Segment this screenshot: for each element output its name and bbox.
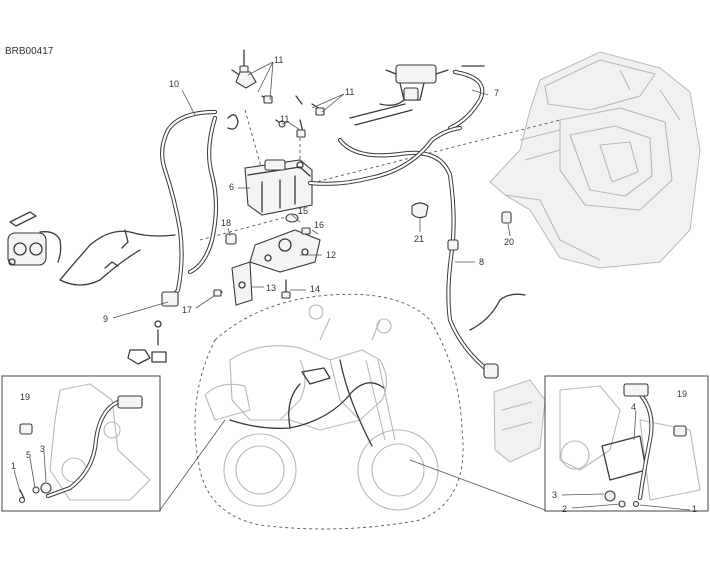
callout-11: 11 xyxy=(274,55,283,65)
rear-caliper xyxy=(493,379,546,463)
grommet-15 xyxy=(285,213,299,223)
callout-19: 19 xyxy=(677,389,687,399)
front-caliper xyxy=(7,211,47,266)
callout-10: 10 xyxy=(169,79,179,89)
callout-9: 9 xyxy=(103,314,108,324)
callout-11: 11 xyxy=(280,114,289,124)
bracket-12 xyxy=(249,229,321,273)
callout-7: 7 xyxy=(494,88,499,98)
callout-6: 6 xyxy=(229,182,234,192)
callout-1: 1 xyxy=(692,504,697,514)
airbox xyxy=(489,51,701,269)
dash-connector xyxy=(311,119,561,184)
callout-11: 11 xyxy=(345,87,354,97)
inset-leader-right xyxy=(409,459,546,511)
callout-8: 8 xyxy=(479,257,484,267)
callout-14: 14 xyxy=(310,284,320,294)
clip-20 xyxy=(501,211,512,224)
inset-rear-sensor xyxy=(1,375,161,512)
callout-1: 1 xyxy=(11,461,16,471)
abs-modulator-6 xyxy=(244,159,313,216)
callout-13: 13 xyxy=(266,283,276,293)
motorcycle-dashed-outline xyxy=(194,293,464,530)
bracket-13 xyxy=(231,261,253,306)
clip-21 xyxy=(411,202,429,219)
screw-16 xyxy=(301,227,311,235)
callout-3: 3 xyxy=(40,444,45,454)
inset-leader-left xyxy=(159,419,226,511)
inset-front-sensor xyxy=(544,375,709,512)
brake-hose-8 xyxy=(307,125,526,379)
callout-20: 20 xyxy=(504,237,514,247)
callout-19: 19 xyxy=(20,392,30,402)
callout-5: 5 xyxy=(26,450,31,460)
callout-18: 18 xyxy=(221,218,231,228)
callout-21: 21 xyxy=(414,234,424,244)
callout-numbers: 1 5 3 19 10 11 11 11 7 6 18 15 16 12 13 … xyxy=(11,55,697,514)
callout-15: 15 xyxy=(298,206,308,216)
banjo-fitting-9 xyxy=(127,291,179,365)
callout-16: 16 xyxy=(314,220,324,230)
callout-leaders xyxy=(13,61,691,511)
motorcycle-ghost xyxy=(204,304,439,511)
callout-4: 4 xyxy=(631,402,636,412)
callout-12: 12 xyxy=(326,250,336,260)
screw-14 xyxy=(281,279,291,299)
callout-2: 2 xyxy=(562,504,567,514)
dash-connector xyxy=(244,109,263,171)
front-brake-line xyxy=(39,229,176,286)
brake-hose-10 xyxy=(160,109,219,303)
callout-17: 17 xyxy=(182,305,192,315)
screw-17 xyxy=(213,289,223,297)
callout-3: 3 xyxy=(552,490,557,500)
clip-18 xyxy=(225,233,237,245)
brake-hose-7 xyxy=(349,64,485,131)
diagram-code: BRB00417 xyxy=(5,46,54,57)
